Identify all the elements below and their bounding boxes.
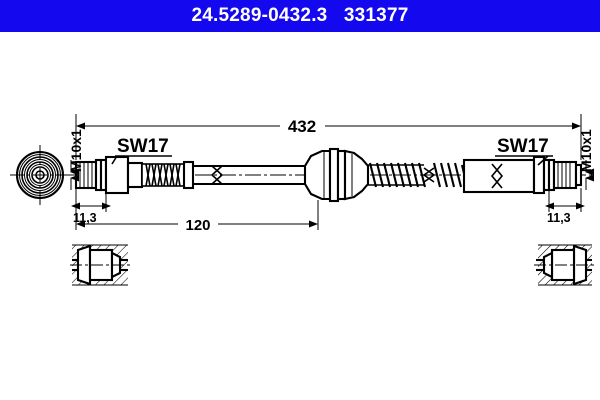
right-spring-guard <box>368 162 468 188</box>
leader-line-right <box>537 155 549 166</box>
left-end-fitting <box>74 155 144 195</box>
right-end-fitting <box>532 155 583 195</box>
dimension-value-432: 432 <box>288 117 316 136</box>
right-section-detail <box>534 244 594 286</box>
label-m10x1-left-text: M10x1 <box>68 129 84 172</box>
dimension-value-120: 120 <box>185 217 210 234</box>
label-sw17-left-text: SW17 <box>117 136 169 157</box>
label-m10x1-right-text: M10x1 <box>578 129 594 172</box>
break-symbol-left <box>211 165 224 185</box>
header-bar: 24.5289-0432.3 331377 <box>0 0 600 32</box>
dimension-11-3-right: 11,3 <box>545 188 585 225</box>
dimension-value-11-3-left: 11,3 <box>73 211 97 225</box>
hose-tube-left <box>193 164 305 186</box>
left-section-detail <box>70 244 132 286</box>
page-title: 24.5289-0432.3 331377 <box>191 5 409 26</box>
dimension-value-11-3-right: 11,3 <box>547 211 571 225</box>
dimension-11-3-left: 11,3 <box>71 188 111 225</box>
label-m10x1-right: M10x1 <box>578 129 594 190</box>
label-m10x1-left: M10x1 <box>68 129 84 190</box>
label-sw17-left: SW17 <box>111 136 172 165</box>
technical-drawing: 432 120 11,3 11,3 <box>0 32 600 400</box>
label-sw17-right: SW17 <box>495 136 553 166</box>
left-spring-guard <box>141 160 195 190</box>
break-symbol-center <box>423 167 436 183</box>
label-sw17-right-text: SW17 <box>497 136 549 157</box>
dimension-120: 120 <box>75 192 319 234</box>
dimension-432: 432 <box>75 114 582 160</box>
end-view-circles <box>10 145 70 205</box>
center-grommet <box>303 147 370 203</box>
break-symbol-right <box>491 163 504 189</box>
leader-line-left <box>111 155 118 165</box>
hose-tube-right <box>462 158 536 194</box>
